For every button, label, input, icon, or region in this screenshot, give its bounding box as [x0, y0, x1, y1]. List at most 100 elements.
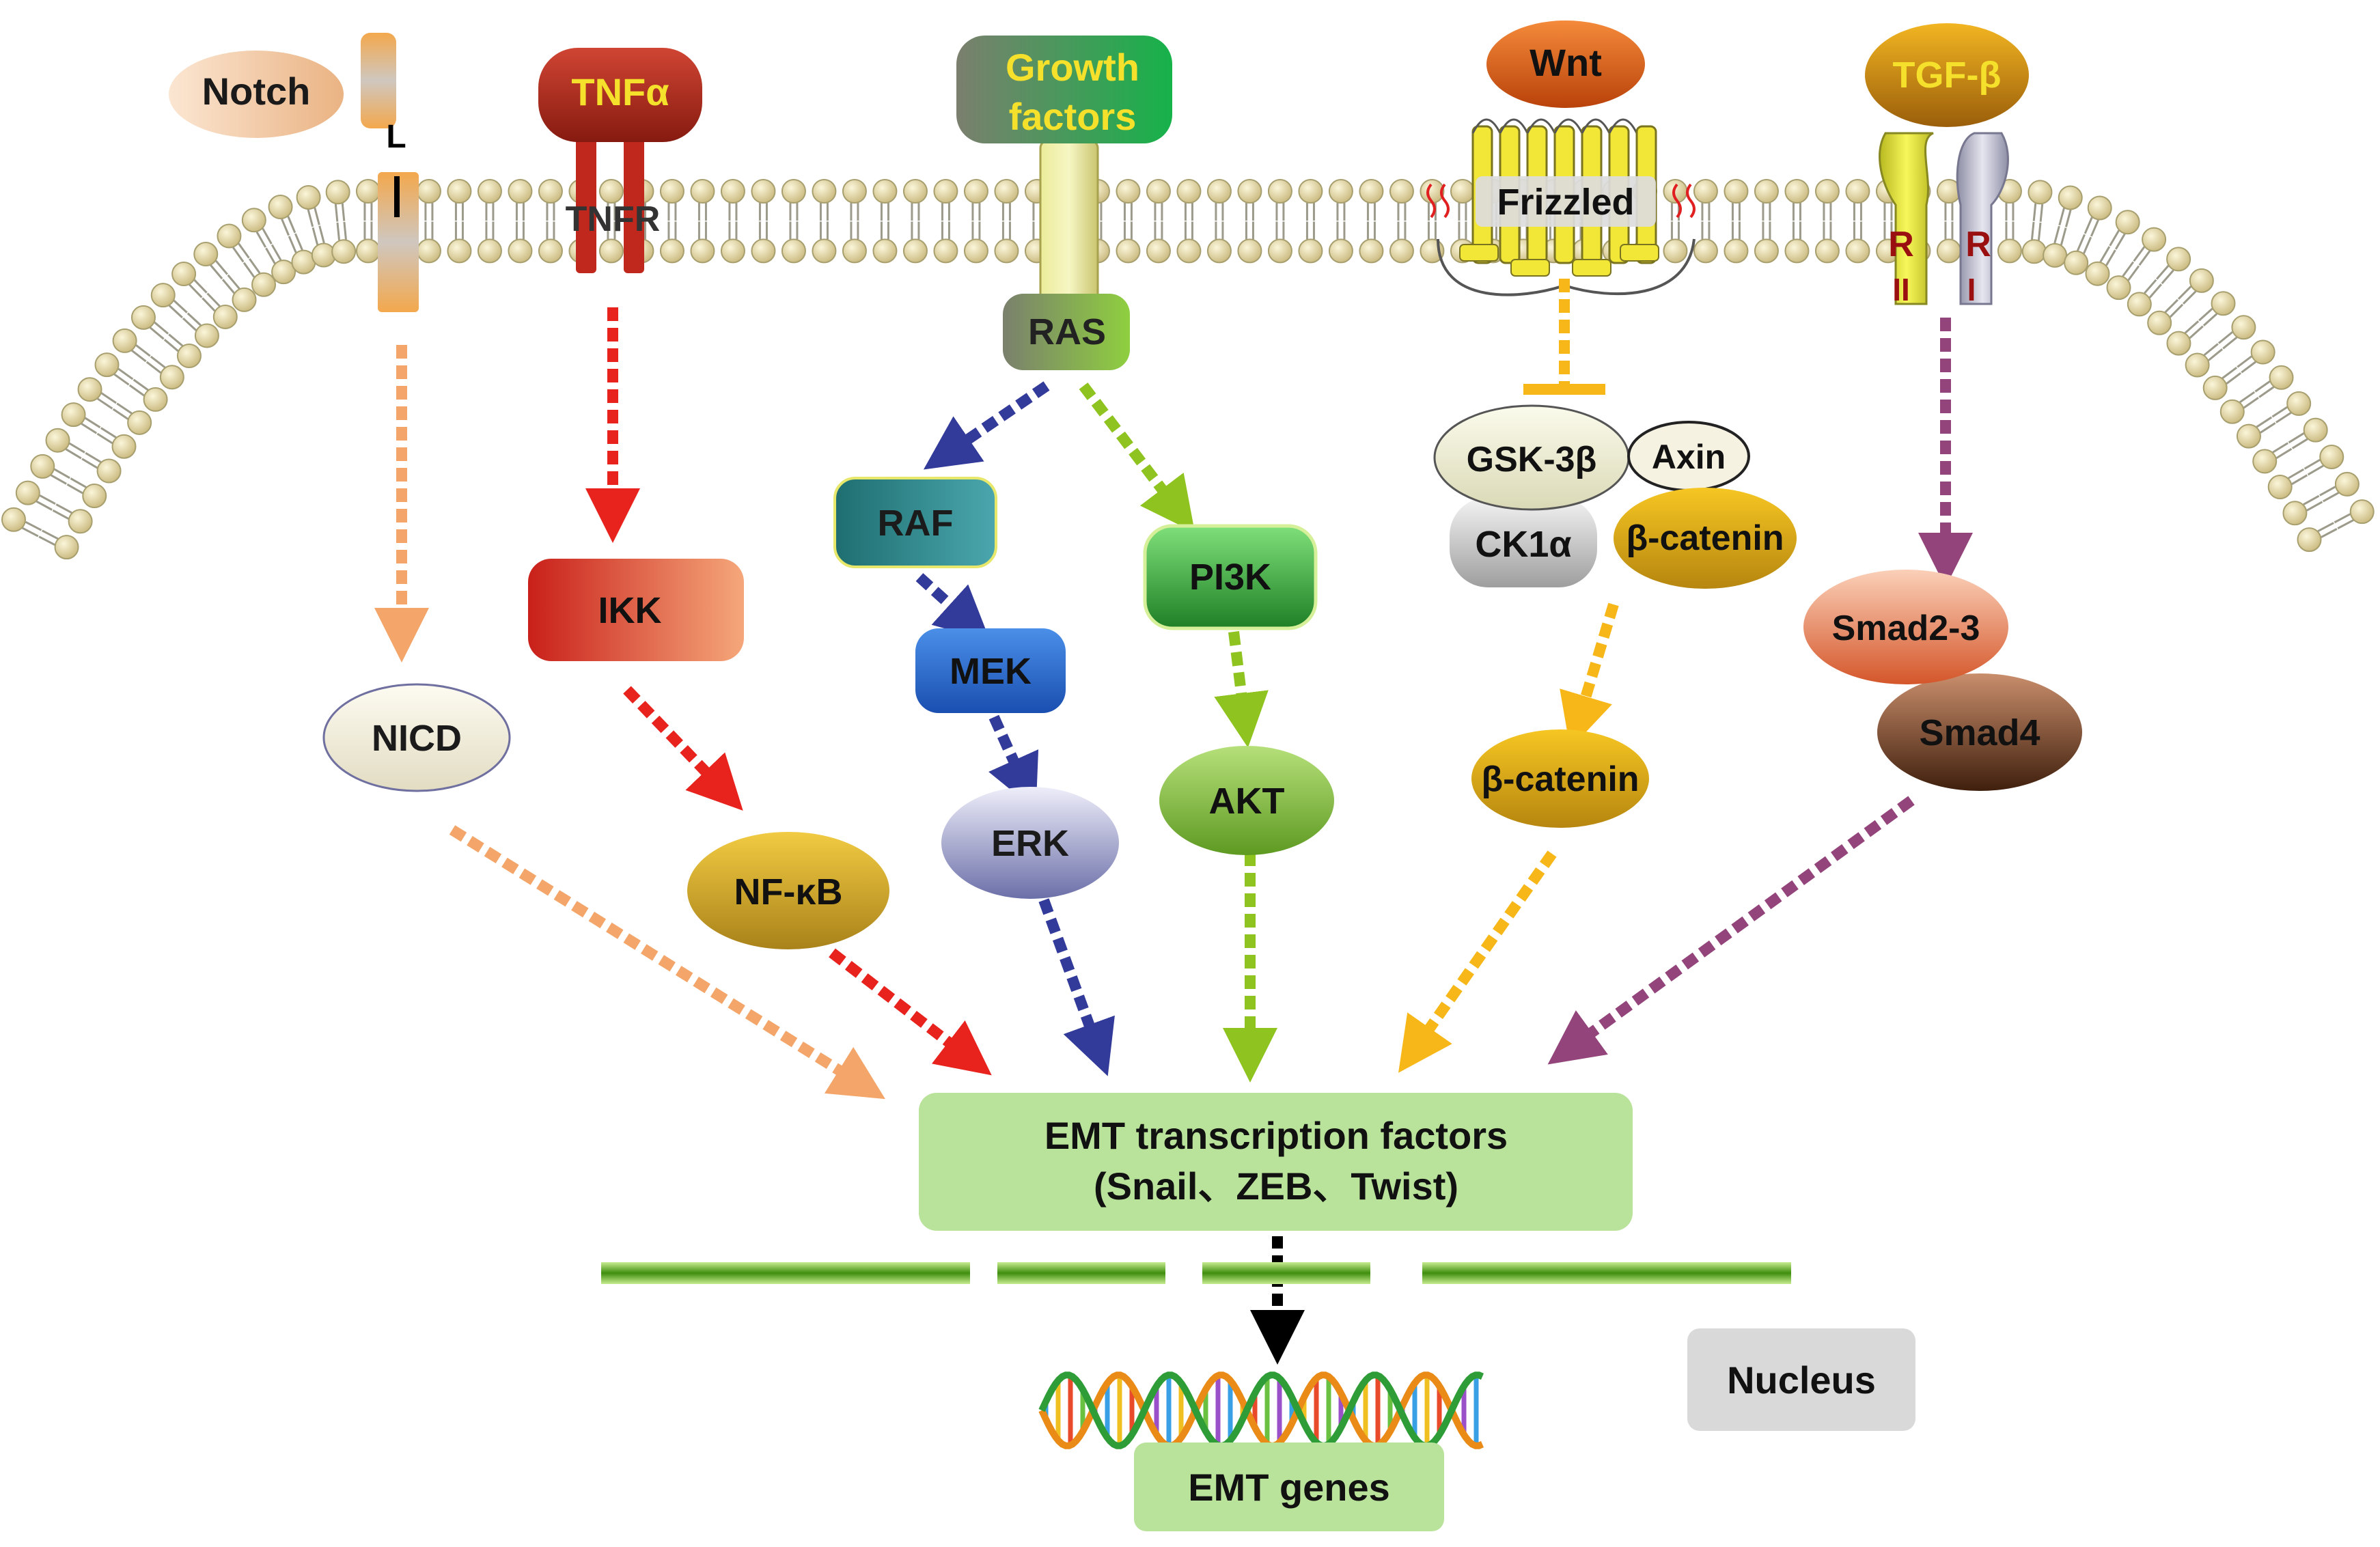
nuclear-membrane-4	[1422, 1262, 1791, 1284]
tgfb-receptor-i	[1956, 132, 2009, 305]
arrow-bcatenin-to-emt	[1398, 850, 1557, 1073]
raf-node	[833, 477, 997, 568]
bcatenin-complex-node	[1614, 488, 1797, 589]
tgfb-label: TGF-β	[1893, 55, 2002, 96]
tgfb-r-i-label: R	[1965, 225, 1991, 264]
smad4-node	[1877, 673, 2082, 791]
tgfb-r-i-sub: I	[1967, 272, 1976, 307]
notch-nodes: NICD	[322, 683, 511, 792]
pi3k-node	[1143, 524, 1318, 630]
emt-genes-box	[1134, 1443, 1444, 1531]
dna-helix	[1038, 1371, 1484, 1449]
ck1a-node	[1450, 497, 1597, 587]
tnf-group: TNFα TNFR	[538, 48, 702, 273]
notch-receptor-bottom	[378, 172, 419, 312]
ras-node	[1003, 294, 1130, 370]
growth-factor-ligand-shape	[956, 36, 1172, 143]
ck1a-label: CK1α	[1475, 524, 1571, 565]
erk-label: ERK	[991, 823, 1069, 864]
notch-group: Notch L	[169, 33, 419, 312]
smad23-node	[1803, 570, 2008, 684]
frizzled-wavy-right	[1672, 183, 1696, 219]
frizzled-wavy-left	[1426, 183, 1450, 219]
arrow-nicd-to-emt	[449, 825, 885, 1100]
akt-node	[1159, 746, 1334, 855]
bcatenin-complex-label: β-catenin	[1626, 518, 1784, 558]
arrow-pi3k-to-akt	[1214, 631, 1269, 748]
wnt-ligand-shape	[1486, 20, 1645, 108]
arrow-nfkb-to-emt	[829, 948, 992, 1076]
axin-label: Axin	[1652, 438, 1726, 476]
erk-node	[941, 787, 1119, 899]
emt-genes-label: EMT genes	[1188, 1466, 1390, 1509]
notch-ligand-shape	[169, 51, 344, 138]
growth-factor-group: Growth factors RAS	[956, 36, 1172, 370]
raf-label: RAF	[878, 503, 954, 544]
bcatenin-free-label: β-catenin	[1481, 759, 1639, 799]
notch-cleavage-mark	[394, 176, 400, 217]
arrow-bcatenin-to-free	[1560, 602, 1619, 749]
akt-label: AKT	[1209, 781, 1285, 822]
tnfr-stalk-right	[624, 128, 644, 273]
nfkb-label: NF-κB	[734, 872, 842, 912]
tnfr-label: TNFR	[566, 199, 661, 239]
emt-tf-label-1: EMT transcription factors	[1044, 1114, 1508, 1157]
arrow-erk-to-emt	[1038, 898, 1115, 1076]
wnt-group: Frizzled Wnt	[1426, 20, 1696, 296]
ras-label: RAS	[1028, 311, 1106, 352]
ikk-node	[528, 559, 744, 661]
tnfr-stalk-left	[576, 128, 596, 273]
inhibit-bar	[1523, 384, 1605, 395]
tgfb-r-ii-label: R	[1888, 225, 1914, 264]
mapk-nodes: RAF MEK ERK	[833, 477, 1119, 899]
tgfb-receptor-ii	[1879, 132, 1934, 305]
nuclear-membrane-2	[997, 1262, 1165, 1284]
smad4-label: Smad4	[1919, 712, 2040, 753]
nucleus-box	[1687, 1328, 1915, 1431]
emt-tf-label-2: (Snail、ZEB、Twist)	[1094, 1165, 1458, 1208]
arrow-mek-to-erk	[988, 714, 1039, 811]
wnt-nodes: CK1α GSK-3β Axin β-catenin β-catenin	[1433, 404, 1797, 828]
frizzled-label: Frizzled	[1497, 182, 1634, 223]
emt-section: EMT transcription factors (Snail、ZEB、Twi…	[601, 1093, 1915, 1531]
bcatenin-free-node	[1471, 729, 1649, 828]
wnt-label: Wnt	[1530, 41, 1602, 84]
arrow-raf-to-mek	[915, 573, 991, 641]
pi3k-label: PI3K	[1189, 557, 1271, 598]
tgfb-group: R II R I TGF-β	[1865, 23, 2029, 307]
smad-nodes: Smad4 Smad2-3	[1803, 570, 2082, 791]
nuclear-membrane-1	[601, 1262, 970, 1284]
growth-factors-label-2: factors	[1009, 95, 1137, 138]
tnf-nodes: IKK NF-κB	[528, 559, 889, 949]
arrow-ikk-to-nfkb	[623, 686, 743, 811]
nuclear-membrane-3	[1202, 1262, 1370, 1284]
cell-membrane	[1, 179, 2375, 560]
tnfa-ligand-shape	[538, 48, 702, 142]
notch-receptor-top	[361, 33, 396, 128]
pi3k-nodes: PI3K AKT	[1143, 524, 1334, 855]
frizzled-label-bg	[1476, 176, 1656, 227]
nfkb-node	[687, 832, 889, 949]
arrow-ras-to-raf	[923, 381, 1050, 470]
notch-l-label: L	[386, 119, 406, 155]
smad23-label: Smad2-3	[1832, 609, 1980, 648]
nicd-node	[322, 683, 511, 792]
growth-factor-receptor	[1039, 139, 1099, 305]
growth-factors-label-1: Growth	[1006, 46, 1139, 89]
nucleus-label: Nucleus	[1727, 1358, 1876, 1402]
notch-label: Notch	[202, 70, 311, 113]
arrows	[374, 279, 1973, 1365]
nicd-label: NICD	[372, 718, 462, 759]
tgfb-r-ii-sub: II	[1892, 272, 1910, 307]
mek-label: MEK	[950, 651, 1032, 692]
gsk3b-label: GSK-3β	[1467, 440, 1597, 479]
tgfb-ligand-shape	[1865, 23, 2029, 127]
mek-node	[915, 628, 1066, 713]
tnfa-label: TNFα	[571, 70, 669, 113]
ikk-label: IKK	[598, 590, 662, 631]
arrow-ras-to-pi3k	[1079, 382, 1195, 533]
arrow-smad-to-emt	[1547, 796, 1915, 1065]
emt-tf-box	[919, 1093, 1633, 1231]
